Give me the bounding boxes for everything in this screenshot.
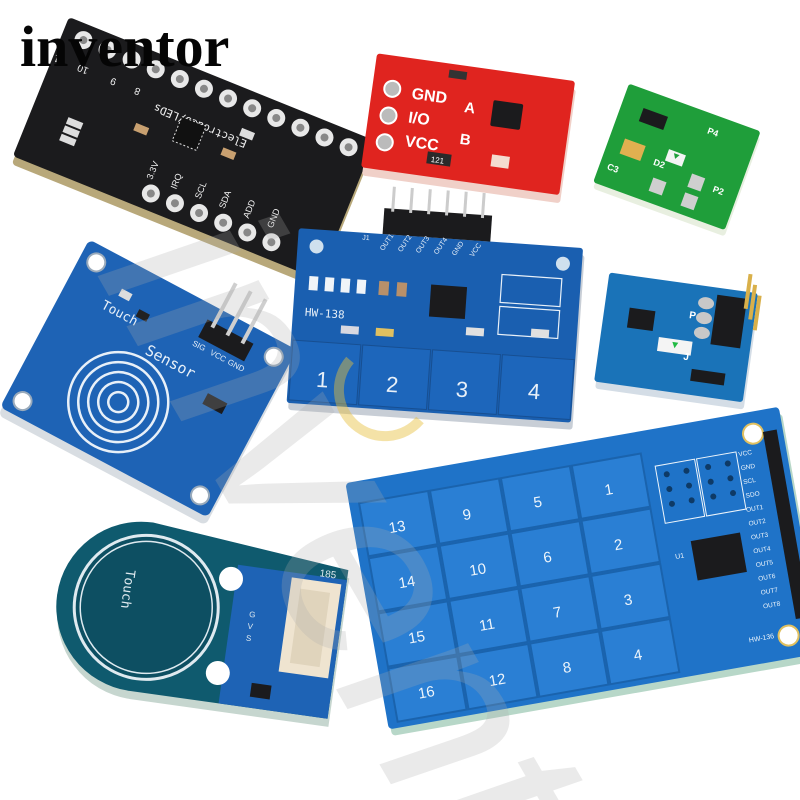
ttp229-pin-label: OUT3 xyxy=(751,532,770,542)
round-touch-title: Touch xyxy=(117,569,137,610)
ttp229-pad-15: 15 xyxy=(407,628,426,648)
round-pin-s: S xyxy=(245,634,252,644)
watermark-logo-arc xyxy=(333,356,424,442)
green-p2-label: P2 xyxy=(711,184,725,197)
ttp229-pad-4: 4 xyxy=(632,646,643,664)
ttp229-pad-5: 5 xyxy=(532,493,543,511)
ttp229-pad-14: 14 xyxy=(397,573,416,593)
touch-sensor-board: Touch Sensor SIG VCC GND xyxy=(0,241,295,524)
ttp229-board: 13 14 15 16 9 10 11 12 5 6 7 8 1 2 3 4 U xyxy=(346,407,800,736)
ttp229-jumpers xyxy=(654,451,747,524)
ttp229-pad-3: 3 xyxy=(623,591,634,609)
round-pin-v: V xyxy=(247,622,254,632)
ttp229-pin-label: VCC xyxy=(738,449,753,458)
ttp224-pad-4: 4 xyxy=(527,379,541,405)
ttp229-pad-6: 6 xyxy=(542,549,553,567)
right-angle-p-label: P xyxy=(688,310,696,322)
round-touch-board: Touch G V S 185 xyxy=(56,521,350,727)
green-mini-board: P4 C3 D2 P2 xyxy=(593,84,760,236)
green-c3-label: C3 xyxy=(606,161,620,174)
ttp229-model: HW-136 xyxy=(748,633,774,644)
ttp229-pad-7: 7 xyxy=(552,604,563,622)
ttp223-gnd-label: GND xyxy=(411,86,449,108)
ttp229-pin-labels: VCC GND SCL SDO OUT1 OUT2 OUT3 OUT4 OUT5… xyxy=(738,449,782,611)
ttp223-red-board: GND I/O VCC A B 121 xyxy=(361,53,576,203)
ttp224-board: OUT1 OUT2 OUT3 OUT4 GND VCC J1 HW-138 xyxy=(286,186,585,430)
ttp229-pad-8: 8 xyxy=(561,659,572,677)
ttp224-pad-3: 3 xyxy=(455,377,469,403)
ttp229-pad-12: 12 xyxy=(488,671,507,691)
mpr121-board: 11 10 9 8 Electrodes/LEDs 3.3V IRQ SCL S… xyxy=(12,18,374,287)
ttp229-pad-10: 10 xyxy=(468,560,487,580)
right-angle-board: P J xyxy=(594,272,762,410)
ttp224-pad-2: 2 xyxy=(385,372,399,398)
ttp229-keypad xyxy=(357,452,681,723)
right-angle-header xyxy=(693,273,762,349)
mpr121-bottom-pins xyxy=(141,184,281,252)
ttp229-pin-header xyxy=(762,429,800,620)
ttp229-pad-9: 9 xyxy=(461,506,472,524)
ttp229-chip xyxy=(690,532,747,581)
concentric-touch-pad xyxy=(67,350,170,454)
ttp229-pin-label: OUT4 xyxy=(753,545,772,555)
ttp224-chip xyxy=(428,284,468,319)
round-board-number: 185 xyxy=(319,568,337,581)
ttp229-pin-label: OUT6 xyxy=(758,573,777,583)
ttp224-header xyxy=(382,186,493,242)
ttp229-pin-label: OUT2 xyxy=(748,518,767,528)
ttp224-model: HW-138 xyxy=(304,306,345,322)
ttp229-pin-label: GND xyxy=(740,463,756,472)
mpr121-pin-label: 9 xyxy=(109,75,119,87)
ttp229-pad-13: 13 xyxy=(388,518,407,538)
round-pin-g: G xyxy=(249,610,256,620)
ttp229-pin-label: OUT5 xyxy=(755,559,774,569)
ttp223-vcc-label: VCC xyxy=(404,133,440,155)
ttp223-led xyxy=(490,154,510,169)
mpr121-top-pins xyxy=(74,31,358,157)
ttp229-pin-label: SCL xyxy=(743,477,757,486)
ttp223-b-label: B xyxy=(459,131,472,149)
ttp223-resistor-code: 121 xyxy=(430,155,445,166)
ttp229-pad-11: 11 xyxy=(478,616,496,635)
ttp223-a-label: A xyxy=(463,99,476,117)
brand-logo-text: inventor xyxy=(20,14,230,79)
touch-header-pins xyxy=(198,282,268,362)
jst-connector xyxy=(278,577,342,679)
right-angle-j-label: J xyxy=(683,352,690,364)
mpr121-chip xyxy=(171,115,207,152)
ttp223-io-label: I/O xyxy=(407,109,431,129)
small-chip xyxy=(626,307,656,332)
green-p4-label: P4 xyxy=(706,126,720,139)
ttp229-u1-label: U1 xyxy=(675,553,685,561)
ttp224-pad-1: 1 xyxy=(315,367,329,393)
ttp229-pin-label: OUT7 xyxy=(760,587,779,597)
ttp229-pad-16: 16 xyxy=(417,683,436,703)
ttp229-pin-label: OUT1 xyxy=(746,504,765,514)
mpr121-pin-label: 8 xyxy=(133,84,143,96)
mpr121-pin-label: 11 xyxy=(52,52,66,66)
ttp224-j1-label: J1 xyxy=(362,235,370,243)
tantalum-capacitor xyxy=(619,138,646,162)
ttp229-pad-2: 2 xyxy=(613,536,624,554)
ttp224-touch-pads xyxy=(288,339,575,421)
mpr121-pin-label: 10 xyxy=(76,61,91,76)
ttp229-pad-1: 1 xyxy=(603,481,614,499)
green-d2-label: D2 xyxy=(652,157,666,170)
ttp223-chip xyxy=(490,100,524,130)
touch-chip xyxy=(202,393,228,415)
ttp229-pin-label: SDO xyxy=(745,490,760,499)
ttp229-pin-label: OUT8 xyxy=(763,601,782,611)
round-touch-pad xyxy=(72,533,220,681)
